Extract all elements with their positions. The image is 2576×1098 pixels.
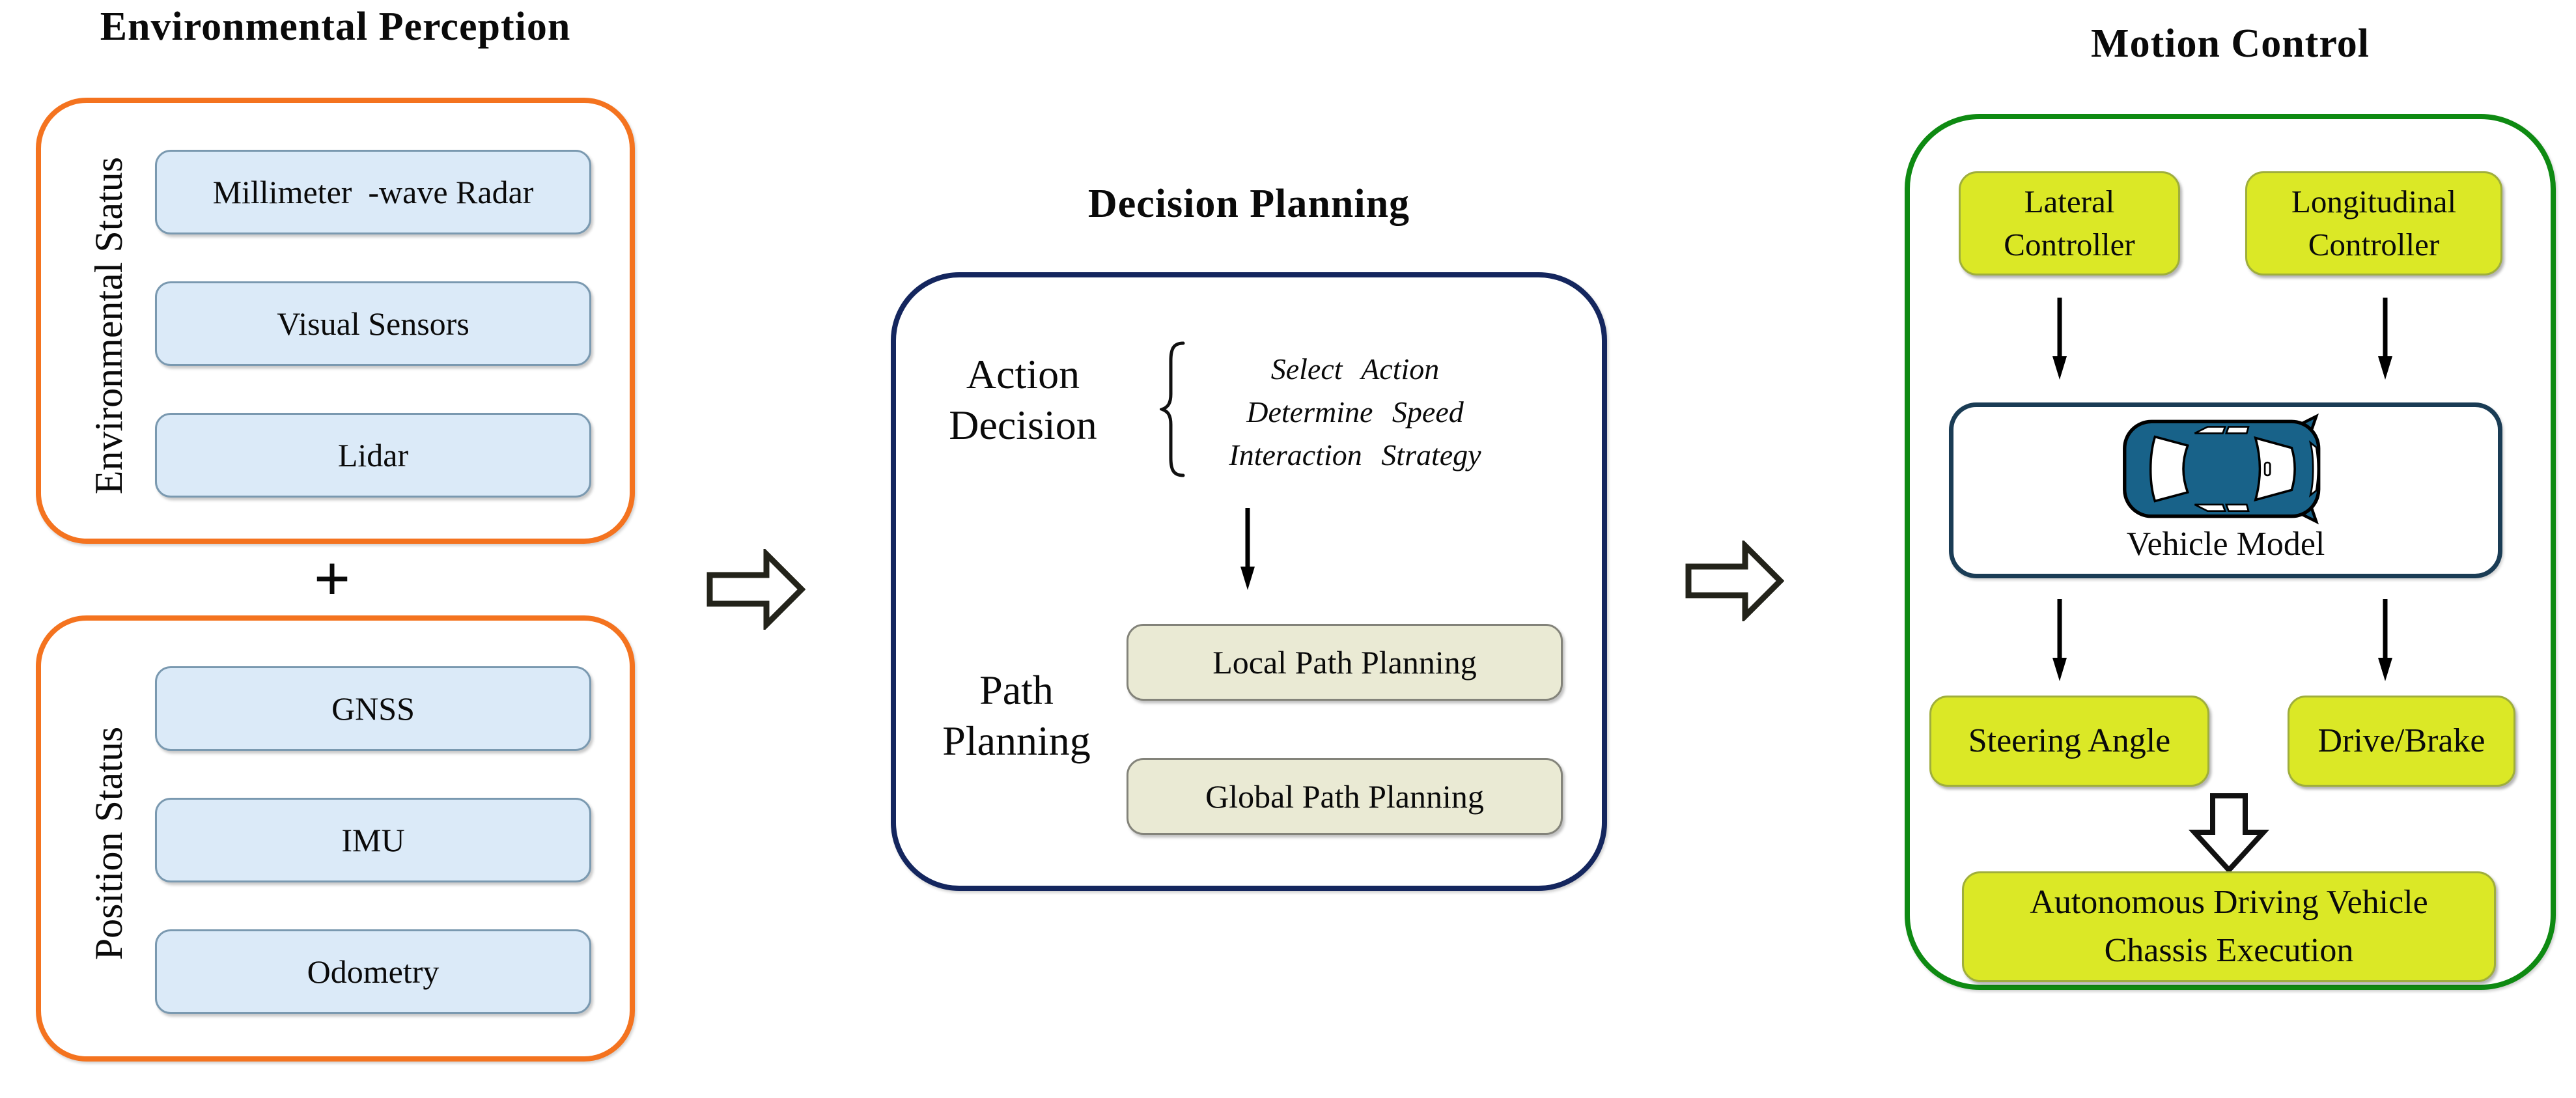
hollow-right-arrow-icon	[707, 547, 806, 633]
action-decision-line2: Decision	[949, 402, 1097, 448]
down-arrow-icon	[2377, 296, 2394, 384]
chassis-execution-line1: Autonomous Driving Vehicle	[2030, 884, 2428, 921]
longitudinal-controller-box: Longitudinal Controller	[2245, 171, 2502, 275]
motion-control-group: Lateral Controller Longitudinal Controll…	[1905, 114, 2556, 990]
environmental-status-group: Environmental Status Millimeter -wave Ra…	[36, 98, 635, 544]
steering-angle-box: Steering Angle	[1929, 696, 2209, 787]
sensor-visual-sensors: Visual Sensors	[155, 281, 591, 366]
path-planning-label: Path Planning	[919, 665, 1114, 767]
action-item-determine-speed: Determine Speed	[1246, 395, 1464, 429]
hollow-down-arrow-icon	[2180, 793, 2278, 876]
action-item-select-action: Select Action	[1270, 352, 1440, 386]
environmental-perception-title: Environmental Perception	[100, 5, 571, 49]
action-items-list: Select Action Determine Speed Interactio…	[1189, 348, 1521, 477]
decision-planning-group: Action Decision Select Action Determine …	[891, 272, 1607, 891]
down-arrow-icon	[2051, 598, 2068, 686]
environmental-status-label: Environmental Status	[87, 156, 130, 495]
hollow-right-arrow-icon	[1685, 539, 1785, 625]
sensor-gnss: GNSS	[155, 666, 591, 751]
car-top-view-icon	[2123, 413, 2321, 525]
lateral-controller-box: Lateral Controller	[1959, 171, 2180, 275]
sensor-imu: IMU	[155, 798, 591, 882]
path-planning-line2: Planning	[942, 718, 1091, 764]
down-arrow-icon	[1239, 507, 1256, 595]
sensor-odometry: Odometry	[155, 929, 591, 1014]
chassis-execution-line2: Chassis Execution	[2104, 932, 2354, 969]
vehicle-model-label: Vehicle Model	[2126, 526, 2325, 563]
sensor-millimeter-wave-radar: Millimeter -wave Radar	[155, 150, 591, 234]
vehicle-model-box: Vehicle Model	[1949, 402, 2502, 578]
path-planning-line1: Path	[979, 667, 1054, 713]
position-status-group: Position Status GNSS IMU Odometry	[36, 615, 635, 1062]
action-item-interaction-strategy: Interaction Strategy	[1229, 438, 1481, 472]
chassis-execution-box: Autonomous Driving Vehicle Chassis Execu…	[1962, 871, 2496, 982]
global-path-planning-box: Global Path Planning	[1127, 758, 1563, 835]
down-arrow-icon	[2051, 296, 2068, 384]
action-decision-line1: Action	[966, 351, 1080, 397]
motion-control-title: Motion Control	[2091, 21, 2370, 66]
local-path-planning-box: Local Path Planning	[1127, 624, 1563, 701]
drive-brake-box: Drive/Brake	[2288, 696, 2515, 787]
decision-planning-title: Decision Planning	[1087, 182, 1410, 226]
position-status-label: Position Status	[87, 726, 130, 961]
action-decision-label: Action Decision	[925, 349, 1121, 451]
curly-brace-icon	[1158, 339, 1187, 483]
sensor-lidar: Lidar	[155, 413, 591, 498]
down-arrow-icon	[2377, 598, 2394, 686]
plus-icon: +	[313, 542, 351, 615]
